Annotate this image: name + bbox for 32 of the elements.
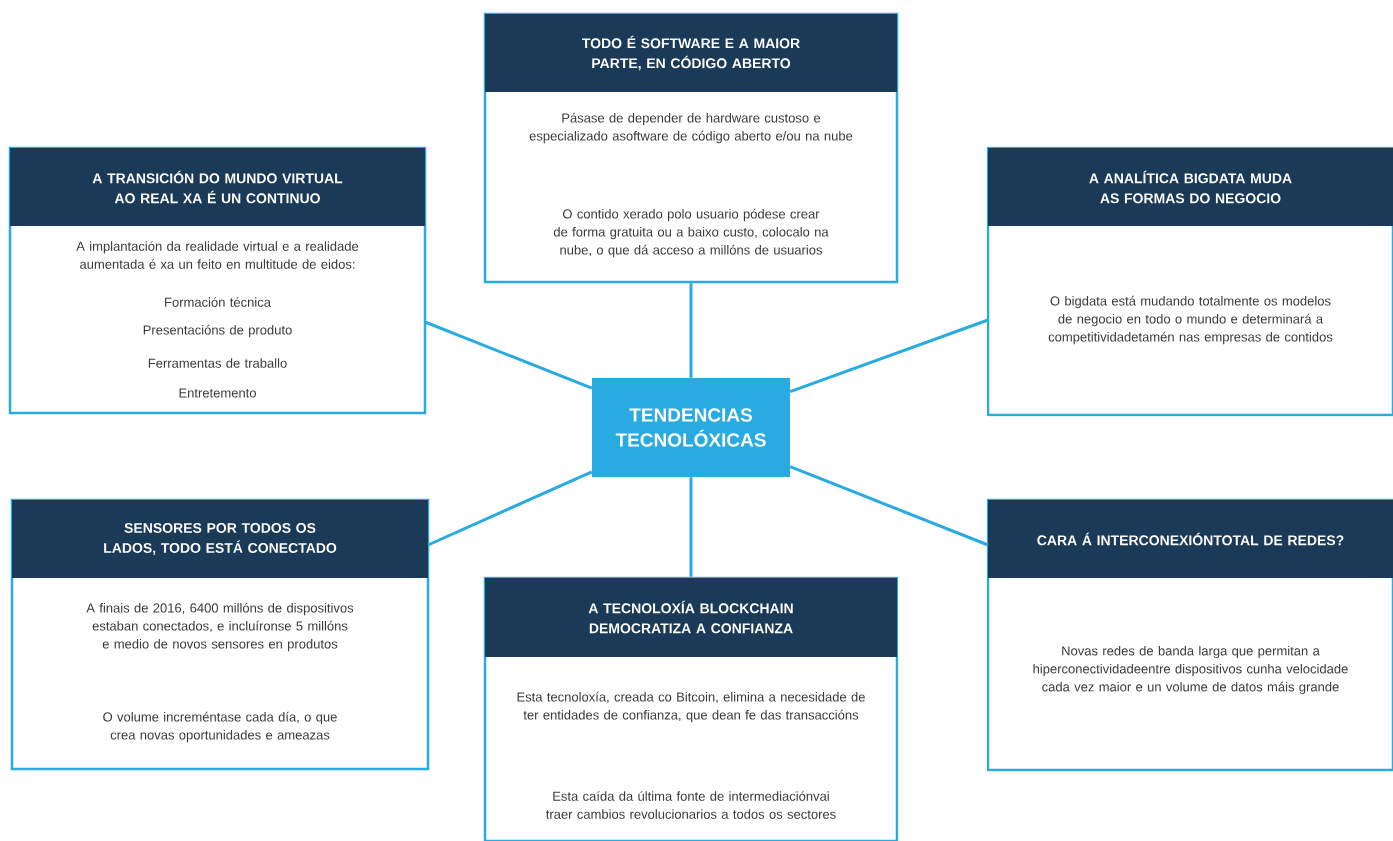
- connector-line: [689, 477, 693, 577]
- topic-card: [986, 498, 1393, 772]
- card-text: Pásase de depender de hardware custoso e especializado asoftware de código aberto e/ou na nube: [529, 112, 853, 144]
- card-heading: SENSORES POR TODOS OS LADOS, TODO ESTÁ CONECTADO: [104, 523, 337, 555]
- topic-card: [986, 146, 1393, 417]
- card-heading: A TRANSICIÓN DO MUNDO VIRTUAL AO REAL XA É UN CONTINUO: [92, 170, 343, 204]
- connector-line: [689, 283, 693, 378]
- card-heading: CARA Á INTERCONEXIÓNTOTAL DE REDES?: [1037, 532, 1344, 546]
- card-text: Esta caída da última fonte de intermediaciónvai traer cambios revolucionarios a todos os sectores: [546, 791, 836, 819]
- connector-line: [789, 465, 989, 547]
- card-text: O volume increméntase cada día, o que crea novas oportunidades e ameazas: [103, 711, 337, 743]
- card-text: Entretemento: [179, 388, 256, 398]
- card-text: A finais de 2016, 6400 millóns de dispositivos estaban conectados, e incluíronse 5 millóns e medio de novos sensores en produtos: [86, 602, 354, 652]
- card-text: Formación técnica: [165, 297, 271, 307]
- topic-card: [8, 146, 427, 415]
- topic-card: [483, 576, 899, 841]
- card-text: A implantación da realidade virtual e a realidade aumentada é xa un feito en multitude de eidos:: [76, 241, 359, 269]
- topic-box: TENDENCIAS TECNOLÓXICAS: [592, 378, 790, 477]
- card-heading: TODO É SOFTWARE E A MAIOR PARTE, EN CÓDIGO ABERTO: [582, 35, 800, 71]
- topic-card: [10, 498, 430, 771]
- connector-line: [424, 320, 593, 390]
- card-text: Presentacións de produto: [143, 324, 292, 338]
- topic-card: [483, 12, 899, 284]
- card-heading: A ANALÍTICA BIGDATA MUDA AS FORMAS DO NEGOCIO: [1089, 170, 1292, 204]
- card-heading: A TECNOLOXÍA BLOCKCHAIN DEMOCRATIZA A CONFIANZA: [588, 600, 793, 634]
- card-text: O contido xerado polo usuario pódese crear de forma gratuita ou a baixo custo, colocalo na nube, o que dá acceso a millóns de usuarios: [553, 208, 829, 258]
- connector-line: [427, 470, 593, 547]
- connector-line: [789, 318, 989, 394]
- card-text: Ferramentas de traballo: [148, 358, 287, 368]
- card-text: Novas redes de banda larga que permitan a hiperconectividadeentre dispositivos cunha velocidade cada vez maior e un volume de datos máis grande: [1033, 645, 1348, 695]
- card-text: Esta tecnoloxía, creada co Bitcoin, elimina a necesidade de ter entidades de confianza, que dean fe das transaccións: [517, 691, 865, 723]
- card-text: O bigdata está mudando totalmente os modelos de negocio en todo o mundo e determinará a competitividadetamén nas empresas de contidos: [1048, 295, 1333, 345]
